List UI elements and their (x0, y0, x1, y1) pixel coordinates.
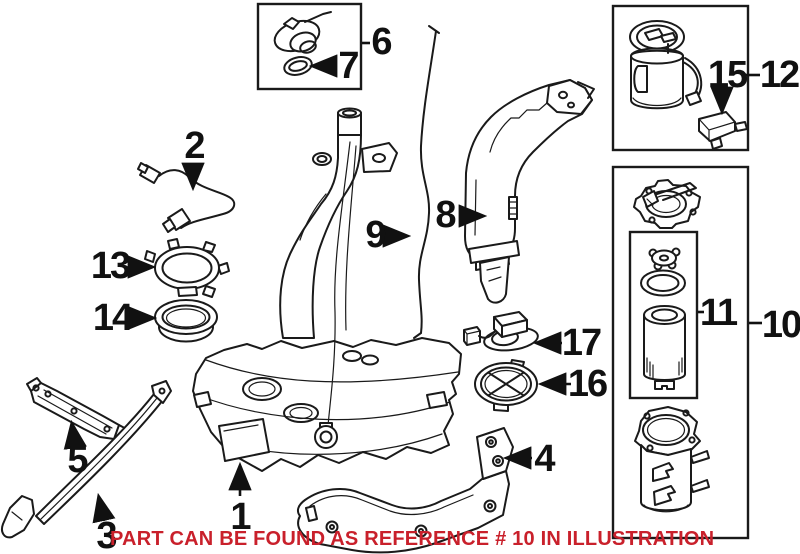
reference-caption: PART CAN BE FOUND AS REFERENCE # 10 IN I… (110, 528, 715, 550)
filter-oring-drawing (640, 269, 686, 297)
cap-seal-drawing (283, 56, 313, 76)
callout-label-8: 8 (435, 194, 456, 236)
sensor-drawing (698, 111, 748, 150)
callout-label-12: 12 (759, 54, 800, 96)
cable-drawing (137, 162, 236, 233)
fuel-cap-drawing (273, 11, 332, 54)
filler-pipe-drawing (279, 107, 398, 339)
callout-label-11: 11 (699, 292, 738, 334)
filter-inset-box (611, 165, 750, 540)
access-cover-drawing (474, 359, 538, 412)
callout-label-6: 6 (371, 21, 392, 63)
callout-label-3: 3 (96, 515, 117, 554)
callout-label-10: 10 (761, 304, 800, 346)
filter-housing-drawing (634, 406, 710, 513)
tank-strap-drawing (1, 380, 172, 539)
support-bracket-drawing (26, 377, 131, 440)
level-sender-drawing (463, 311, 539, 352)
callout-label-5: 5 (67, 439, 88, 481)
callout-label-13: 13 (90, 245, 131, 287)
mounting-bracket-drawing (296, 427, 514, 554)
callout-label-14: 14 (92, 297, 133, 339)
callout-label-2: 2 (184, 125, 205, 167)
filler-neck-drawing (464, 79, 595, 304)
callout-label-15: 15 (707, 54, 748, 96)
callout-label-9: 9 (365, 214, 386, 256)
retainer-drawing (648, 247, 681, 271)
callout-label-7: 7 (338, 45, 359, 87)
callout-label-16: 16 (567, 363, 608, 405)
fuel-pump-drawing (629, 20, 703, 110)
lock-ring-drawing (144, 238, 230, 298)
tank-seal-drawing (154, 299, 218, 343)
callout-label-4: 4 (534, 438, 555, 480)
pump-flange-drawing (633, 179, 701, 229)
callout-label-17: 17 (561, 322, 602, 364)
vent-tube-drawing (413, 25, 440, 339)
filter-cartridge-drawing (643, 305, 686, 390)
filter-kit-box (628, 230, 699, 400)
callout-label-1: 1 (230, 496, 251, 538)
callout-arrows (63, 41, 762, 524)
fuel-tank-drawing (192, 141, 462, 472)
pump-inset-box (611, 4, 750, 152)
